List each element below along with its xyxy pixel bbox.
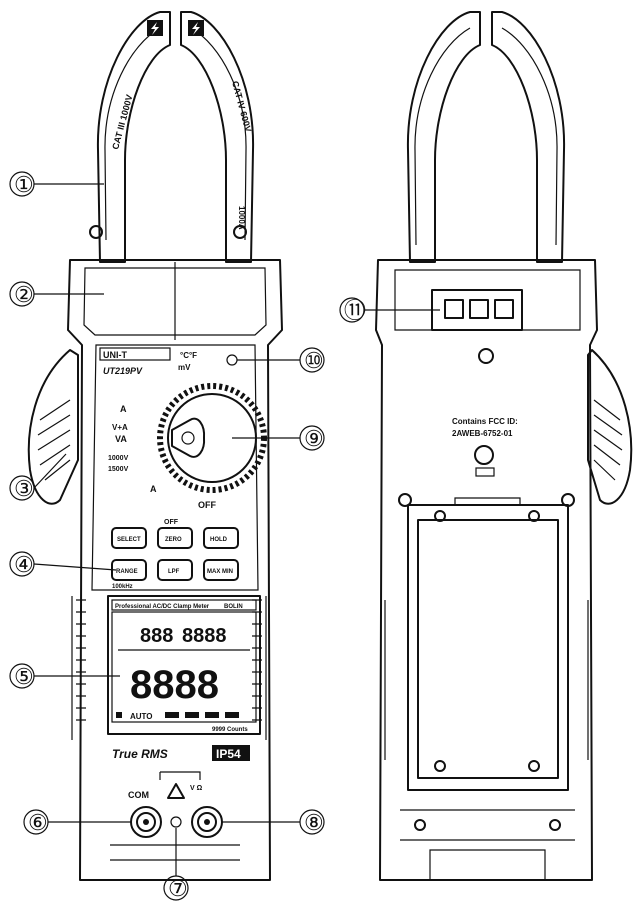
svg-text:HOLD: HOLD [210, 537, 228, 543]
dial-hz-label: V+A [112, 423, 128, 432]
callout-10: ⑩ [304, 349, 324, 374]
range-button[interactable]: RANGE [111, 559, 147, 581]
svg-text:ZERO: ZERO [165, 537, 182, 543]
brand-name: UNI-T [103, 350, 127, 360]
contact-block [431, 289, 523, 331]
lpf-button[interactable]: LPF [157, 559, 193, 581]
max-min-button[interactable]: MAX MIN [203, 559, 239, 581]
terminal-text: V Ω [190, 785, 203, 792]
callout-6: ⑥ [28, 811, 48, 836]
callout-5: ⑤ [14, 665, 34, 690]
select-button[interactable]: SELECT [111, 527, 147, 549]
model-name: UT219PV [103, 366, 143, 376]
flashlight-indicator [226, 354, 238, 366]
jaw-side-mark: 1000A [237, 206, 246, 230]
battery-cover [407, 497, 569, 791]
callout-8: ⑧ [304, 811, 324, 836]
front-buttons: OFF SELECT ZERO HOLD RANGE LPF [111, 519, 239, 590]
lcd-digits-small: 888 [140, 625, 173, 647]
jaw-screw-left [89, 225, 103, 239]
callouts: ① ② ③ ④ ⑤ ⑥ ⑦ ⑧ ⑨ ⑩ ⑪ [9, 171, 440, 902]
lcd-digits-big: 8888 [130, 663, 219, 707]
dial-va-label: VA [115, 434, 127, 444]
back-body [375, 259, 598, 881]
front-view: CAT III 1000V CAT IV 600V 1000A UNI-T UT… [27, 11, 283, 881]
fcc-line-1: Contains FCC ID: [452, 417, 518, 426]
trigger-lever [27, 349, 79, 505]
callout-7: ⑦ [168, 877, 188, 902]
svg-text:SELECT: SELECT [117, 537, 141, 543]
svg-text:RANGE: RANGE [116, 569, 138, 575]
lcd-digits-small2: 8888 [182, 625, 227, 647]
cert-mark-icon [474, 445, 494, 465]
dial-mv-label: mV [178, 363, 191, 372]
dial-off-label: OFF [198, 500, 216, 510]
callout-1: ① [14, 173, 34, 198]
button-top-mid-label: OFF [164, 519, 179, 526]
lcd-counts: 9999 Counts [212, 727, 248, 733]
lcd-display: Professional AC/DC Clamp Meter BOLIN 888… [107, 595, 261, 735]
lcd-header-right: BOLIN [224, 604, 243, 610]
zero-button[interactable]: ZERO [157, 527, 193, 549]
dial-vdc-label: 1500V [108, 466, 129, 473]
dial-a-label: A [150, 484, 157, 494]
front-body [67, 259, 283, 881]
front-jaws: CAT III 1000V CAT IV 600V 1000A [89, 11, 255, 263]
ip-rating-label: IP54 [216, 747, 241, 761]
callout-4: ④ [14, 553, 34, 578]
back-screw-top [478, 348, 494, 364]
lcd-header: Professional AC/DC Clamp Meter [115, 604, 210, 610]
com-label: COM [128, 790, 149, 800]
dial-temp-label: °C°F [180, 351, 197, 360]
brand-plate [99, 347, 171, 361]
callout-2: ② [14, 283, 34, 308]
jaw-screw-right [233, 225, 247, 239]
dial-vac-label: 1000V [108, 455, 129, 462]
fcc-line-2: 2AWEB-6752-01 [452, 429, 513, 438]
com-terminal[interactable] [130, 806, 162, 838]
callout-11: ⑪ [344, 299, 366, 324]
lcd-auto: AUTO [130, 712, 153, 721]
v-ohm-terminal[interactable] [191, 806, 223, 838]
dial-hold-a-label: A [120, 404, 127, 414]
back-view: Contains FCC ID: 2AWEB-6752-01 [375, 11, 633, 881]
callout-9: ⑨ [304, 427, 324, 452]
ncv-sensor [170, 816, 182, 828]
hold-button[interactable]: HOLD [203, 527, 239, 549]
svg-text:LPF: LPF [168, 569, 180, 575]
callout-3: ③ [14, 477, 34, 502]
svg-text:MAX MIN: MAX MIN [207, 569, 233, 575]
warning-triangle-icon [167, 783, 185, 799]
range-sub-label: 100kHz [112, 584, 133, 590]
true-rms-label: True RMS [112, 747, 168, 761]
jaw-left-label: CAT III 1000V [110, 93, 134, 150]
